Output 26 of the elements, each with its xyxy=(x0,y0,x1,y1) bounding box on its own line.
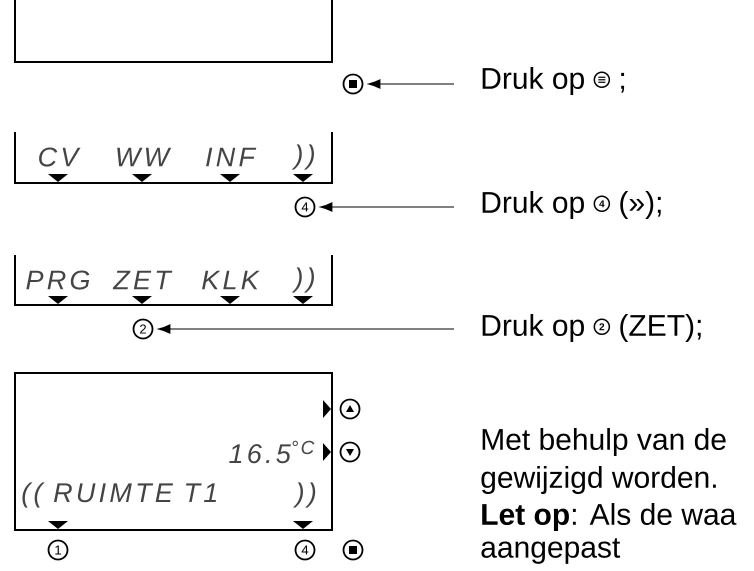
instruction-text: Druk op 2 (ZET); xyxy=(482,314,701,342)
display-text: CV xyxy=(39,147,80,167)
instruction-text: Druk op 4 (»); xyxy=(482,191,661,219)
display-text: )) xyxy=(292,144,314,170)
display-text: )) xyxy=(292,482,316,508)
arrow xyxy=(320,202,454,212)
instruction-text: gewijzigd worden. xyxy=(481,466,716,494)
button-symbol xyxy=(342,540,364,560)
display-text: WW xyxy=(117,148,172,166)
instruction-text: aangepast xyxy=(481,538,620,564)
display-text: (( RUIMTE T1 xyxy=(22,482,216,508)
instruction-text: Met behulp van de xyxy=(482,428,726,456)
display-text: KLK xyxy=(202,270,260,290)
instruction-text: Let op: Als de waa xyxy=(482,503,736,531)
button-symbol xyxy=(340,442,360,462)
button-symbol xyxy=(342,74,364,94)
display-text: PRG xyxy=(26,270,90,290)
display-text: ZET xyxy=(112,270,172,290)
display-text: )) xyxy=(292,267,314,293)
button-symbol xyxy=(340,398,360,420)
lcd-display xyxy=(14,0,333,63)
instruction-text: Druk op ; xyxy=(482,67,624,95)
arrow xyxy=(158,324,454,334)
arrow xyxy=(368,79,454,89)
display-text: INF xyxy=(206,148,256,166)
display-text: 16.5$^{°C}$ xyxy=(229,440,314,464)
